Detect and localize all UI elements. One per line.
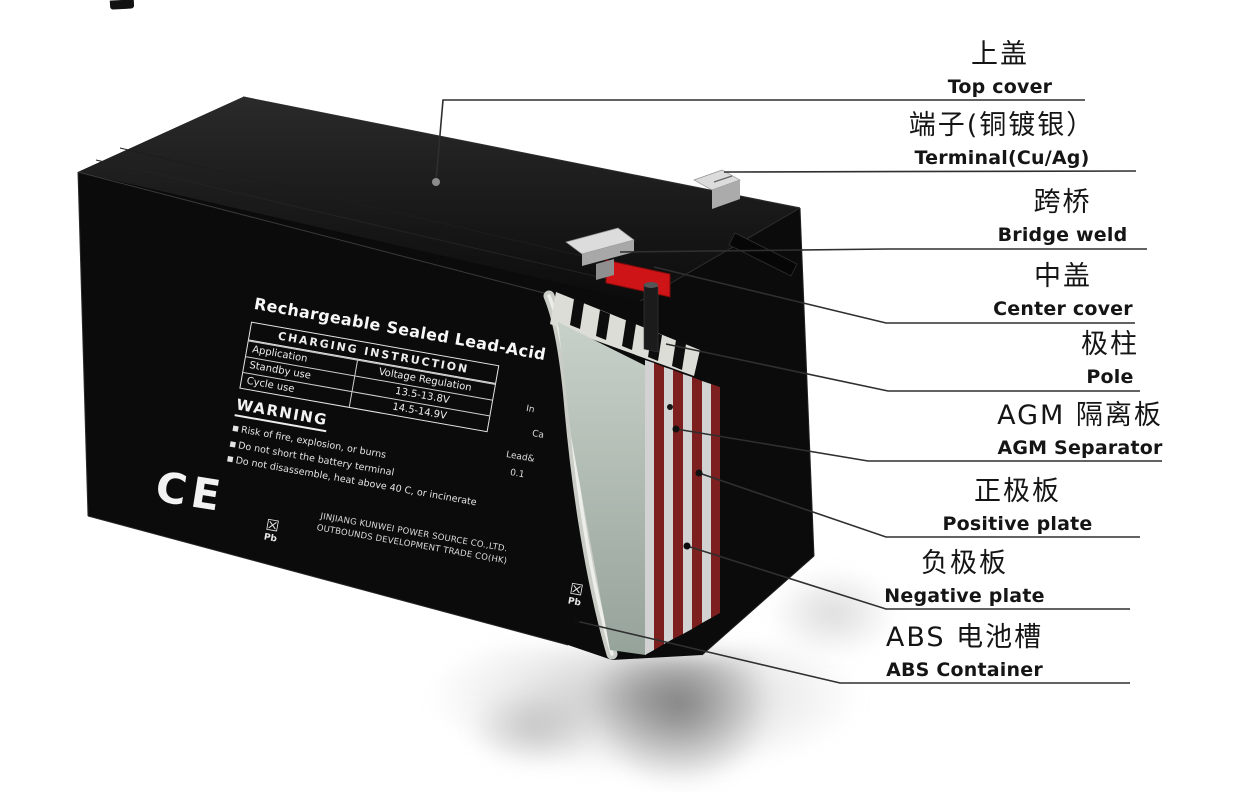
edge — [799, 207, 815, 557]
leader-dot-abs-container — [572, 617, 580, 625]
leader-dot-positive-plate — [695, 469, 703, 477]
positive-plate-stripe — [654, 363, 664, 650]
callout-en-label: Positive plate — [942, 513, 1093, 535]
edge — [77, 171, 553, 296]
callout-terminal: 端子(铜镀银） Terminal(Cu/Ag) — [868, 110, 1136, 170]
pb-recycling-mark: ☒ Pb — [254, 516, 290, 546]
leader-bridge-weld — [619, 248, 1147, 253]
edge — [701, 555, 815, 656]
callout-agm-separator: AGM 隔离板 AGM Separator — [975, 400, 1185, 460]
positive-plate-stripe — [711, 384, 720, 618]
negative-plate-stripe — [702, 381, 711, 623]
pole-cylinder — [643, 283, 659, 353]
callout-center-cover: 中盖 Center cover — [963, 261, 1163, 321]
callout-abs-container: ABS 电池槽 ABS Container — [862, 622, 1067, 682]
callout-en-label: Bridge weld — [997, 224, 1128, 246]
top-face-ridge — [95, 159, 647, 289]
callout-positive-plate: 正极板 Positive plate — [915, 476, 1120, 536]
callout-en-label: Pole — [1086, 366, 1134, 388]
leader-positive-plate — [698, 472, 1140, 538]
positive-plate-stripe — [692, 377, 702, 629]
cut-text-fragment: Ca — [531, 429, 545, 441]
callout-en-label: Negative plate — [884, 585, 1045, 607]
leader-center-cover — [653, 266, 1135, 324]
callout-top-cover: 上盖 Top cover — [915, 39, 1085, 99]
bridge-weld-strap-side — [582, 240, 634, 266]
callout-en-label: Center cover — [993, 298, 1133, 320]
agm-separator-panel — [558, 322, 650, 655]
positive-plate-stripe — [673, 370, 683, 639]
leader-top-cover — [435, 99, 1085, 182]
callout-cn-label: ABS 电池槽 — [885, 622, 1044, 653]
terminal-bracket-side — [712, 180, 740, 209]
callout-bridge-weld: 跨桥 Bridge weld — [975, 187, 1150, 247]
callout-cn-label: 负极板 — [921, 548, 1008, 579]
leader-pole — [665, 343, 1140, 392]
bridge-weld-foot — [596, 259, 614, 280]
pb-recycling-mark: ☒ Pb — [558, 580, 594, 610]
leader-agm-separator — [675, 428, 1162, 462]
callout-cn-label: 极柱 — [1081, 329, 1139, 360]
negative-plate-stripe — [664, 367, 673, 644]
callout-cn-label: 上盖 — [971, 39, 1029, 70]
leader-dot-negative-plate — [683, 542, 691, 550]
negative-plate-stripe — [683, 374, 692, 634]
callout-en-label: Top cover — [947, 76, 1053, 98]
terminal-slot — [713, 175, 733, 183]
corner-artifact — [109, 0, 135, 10]
callout-en-label: Terminal(Cu/Ag) — [914, 147, 1090, 169]
warning-list: Risk of fire, explosion, or burns Do not… — [226, 421, 541, 521]
cell-top-slot — [622, 320, 636, 350]
callout-negative-plate: 负极板 Negative plate — [862, 548, 1067, 608]
top-cover-groove — [728, 232, 798, 277]
cell-top-slot — [570, 299, 584, 329]
callout-cn-label: 跨桥 — [1033, 187, 1092, 218]
leader-dot-agm-upper — [667, 404, 673, 410]
callout-cn-label: 正极板 — [974, 476, 1061, 507]
callout-cn-label: 中盖 — [1034, 261, 1092, 292]
negative-plate-stripe — [645, 360, 654, 655]
cell-top-slot — [596, 310, 610, 340]
callout-en-label: ABS Container — [886, 659, 1043, 681]
callout-cn-label: AGM 隔离板 — [997, 400, 1163, 431]
callout-cn-label: 端子(铜镀银） — [908, 110, 1096, 141]
callout-en-label: AGM Separator — [997, 437, 1163, 459]
leader-dot-top-cover — [432, 178, 440, 186]
pole-top — [644, 282, 658, 288]
leader-terminal — [723, 170, 1137, 173]
edge — [242, 96, 801, 209]
edge — [87, 515, 569, 646]
cut-text-fragment: In — [525, 404, 536, 416]
top-face-ridge — [119, 147, 669, 277]
leader-lines — [435, 99, 1162, 684]
leader-negative-plate — [686, 545, 1130, 610]
leader-abs-container — [575, 620, 1130, 684]
callout-pole: 极柱 Pole — [1010, 329, 1210, 389]
edge — [77, 171, 89, 517]
leader-dot-agm-separator — [672, 425, 680, 433]
